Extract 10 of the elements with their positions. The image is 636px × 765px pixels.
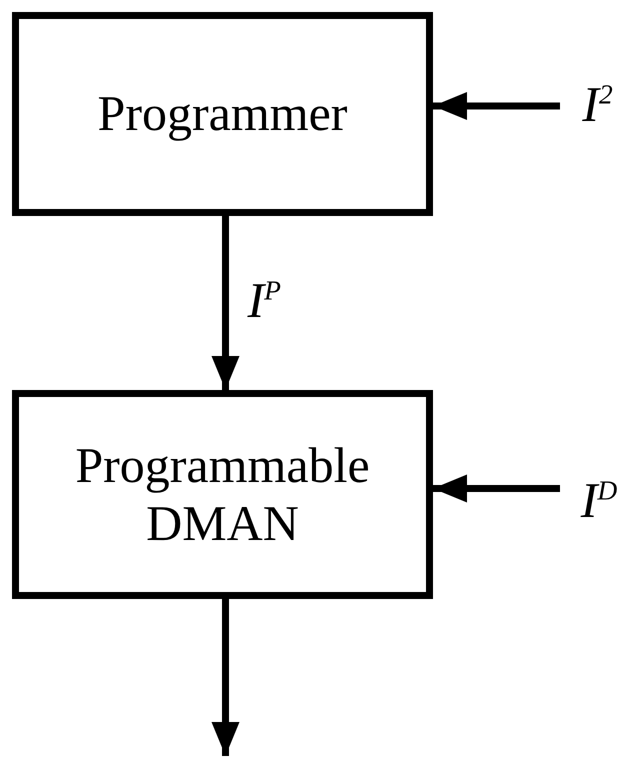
arrow — [433, 474, 560, 502]
box-label: Programmable DMAN — [74, 437, 371, 552]
arrow — [433, 92, 560, 120]
arrow — [212, 216, 240, 390]
box-label: Programmer — [98, 85, 348, 143]
process-box — [12, 390, 433, 599]
signal-label: I$^{D}$ — [580, 472, 618, 530]
signal-label: I$^{2}$ — [582, 76, 613, 134]
process-box — [12, 12, 433, 216]
arrow — [212, 599, 240, 756]
